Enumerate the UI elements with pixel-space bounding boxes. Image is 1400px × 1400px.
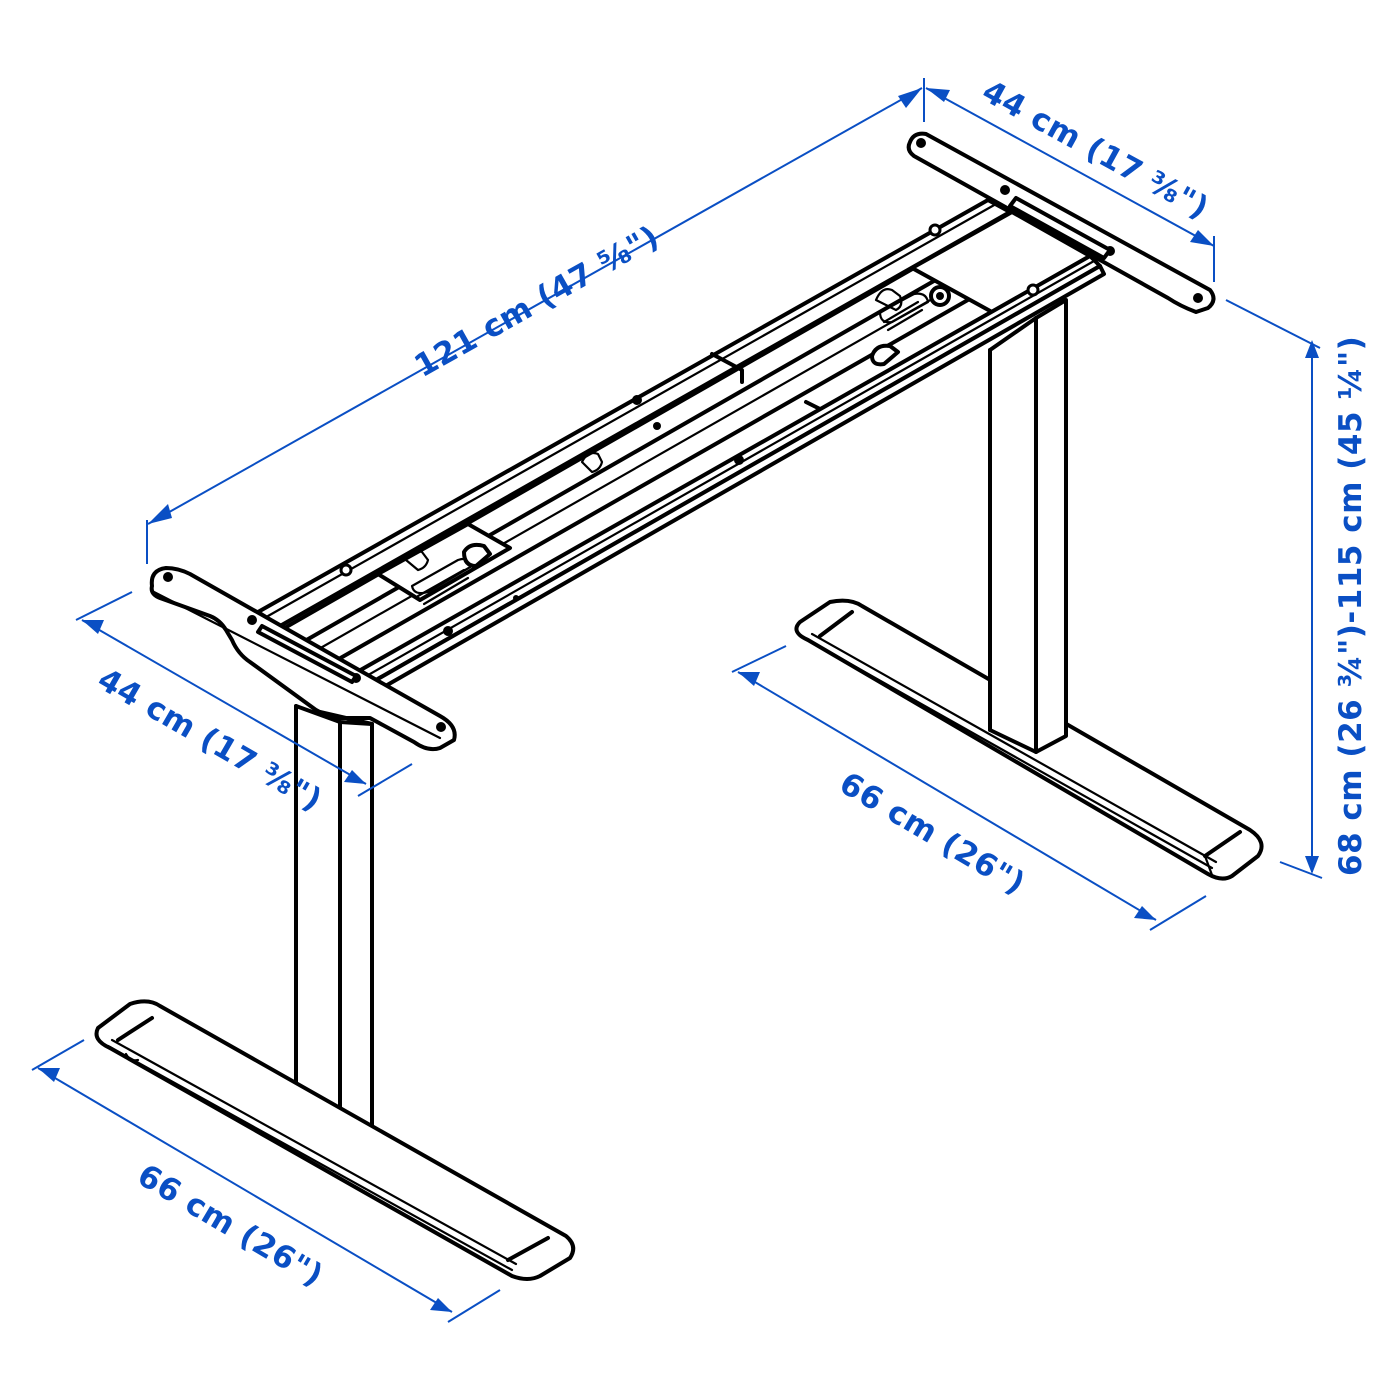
dimension-line-length bbox=[146, 78, 925, 564]
top-frame bbox=[149, 131, 1216, 752]
motor-detail bbox=[404, 285, 951, 606]
right-top-bracket bbox=[906, 131, 1216, 314]
dimension-line-depth-right bbox=[925, 87, 1215, 282]
dimension-lines bbox=[31, 78, 1323, 1323]
dimension-line-foot-left bbox=[31, 1039, 501, 1323]
center-beam bbox=[272, 210, 1092, 678]
mounting-holes bbox=[339, 223, 1040, 636]
right-leg-assembly bbox=[794, 298, 1264, 881]
right-column bbox=[988, 298, 1068, 754]
left-leg-assembly bbox=[94, 704, 576, 1281]
dimension-line-height bbox=[1225, 299, 1323, 879]
label-height-range: 68 cm (26 ¾")-115 cm (45 ¼") bbox=[1333, 335, 1369, 876]
dimension-line-depth-left bbox=[75, 591, 413, 797]
left-column bbox=[294, 704, 374, 1154]
dimension-line-foot-right bbox=[731, 645, 1207, 931]
left-foot bbox=[94, 999, 576, 1281]
